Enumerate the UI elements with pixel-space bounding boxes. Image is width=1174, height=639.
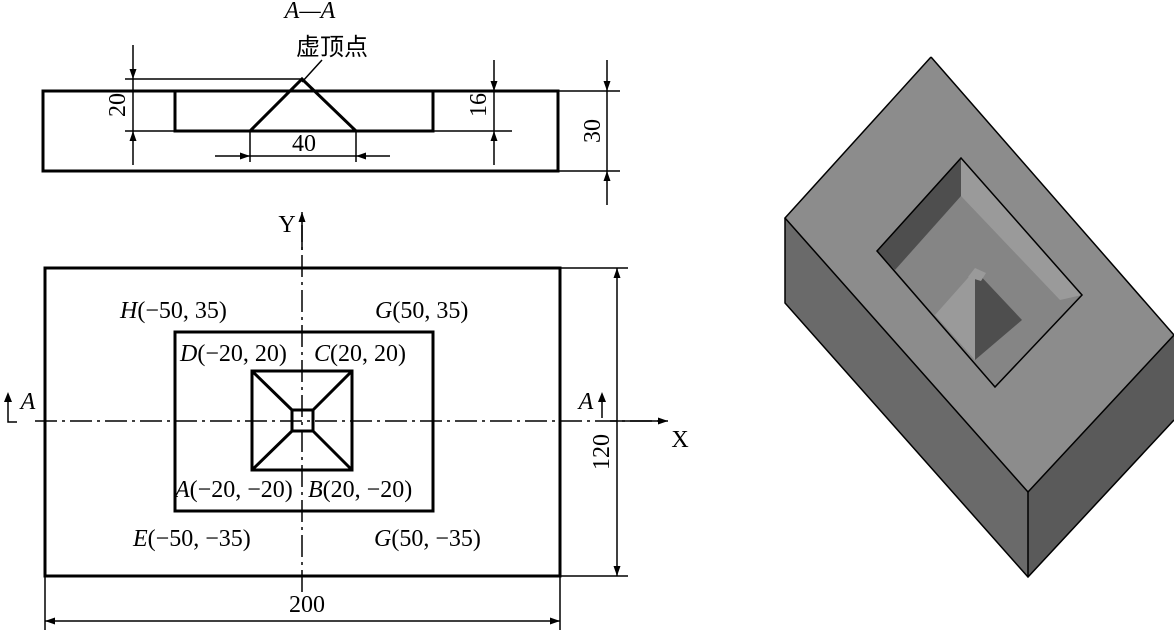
dim-width: 120 [589, 434, 615, 470]
section-marker-right-arrow [598, 392, 606, 402]
point-e: E(−50, −35) [132, 526, 251, 552]
isometric-solid [783, 56, 1174, 579]
section-block-outline [41, 89, 560, 173]
point-g-bottom: G(50, −35) [374, 526, 481, 552]
point-h: H(−50, 35) [119, 298, 227, 324]
dim-length: 200 [289, 592, 325, 618]
dim-thickness: 30 [580, 119, 606, 143]
point-c: C(20, 20) [314, 341, 406, 367]
pyramid-edge-dc [250, 369, 294, 412]
pyramid-left-face [935, 270, 975, 360]
pocket-outline [875, 156, 1084, 389]
pyramid-right-face [975, 270, 1022, 360]
pyramid-top-face [968, 268, 986, 281]
section-marker-left-arrow [4, 392, 12, 402]
point-g-top: G(50, 35) [375, 298, 468, 324]
pocket-wall-back-left [877, 158, 961, 270]
point-d: D(−20, 20) [179, 341, 287, 367]
section-view: A—A 虚顶点 20 40 16 [41, 0, 620, 205]
section-marker-left: A [19, 389, 36, 415]
virtual-apex-label: 虚顶点 [296, 33, 368, 61]
solid-left-face [785, 218, 1028, 577]
section-title: A—A [283, 0, 336, 24]
section-pyramid-outline [248, 76, 358, 133]
pyramid-edge-cc [311, 369, 354, 412]
point-a: A(−20, −20) [173, 477, 293, 503]
plan-view: X Y A A H(−50, 35) G(50, 35) D(−20, 20) … [4, 212, 689, 630]
y-axis-label: Y [278, 212, 295, 238]
pyramid-edge-bb [311, 429, 354, 472]
section-marker-left-line [7, 398, 17, 423]
section-pocket-outline [173, 91, 435, 133]
dim-depth-outer: 20 [105, 93, 131, 117]
virtual-apex-leader [301, 59, 323, 83]
dim-width-pyramid: 40 [292, 131, 316, 157]
x-axis-label: X [671, 427, 688, 453]
pocket-wall-back-right [961, 158, 1082, 300]
solid-bottom-outline [784, 218, 1174, 579]
solid-front-face [1028, 335, 1174, 577]
point-b: B(20, −20) [308, 477, 412, 503]
dim-depth-inner: 16 [466, 93, 492, 117]
pyramid-edge-ab [250, 429, 294, 472]
section-marker-right: A [577, 389, 594, 415]
